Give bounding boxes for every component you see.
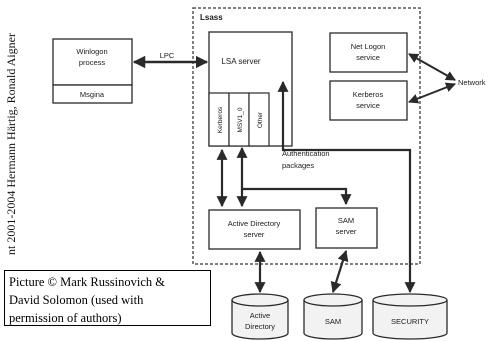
side-copyright-text: nt 2001-2004 Hermann Härtig, Ronald Aign…: [4, 33, 18, 255]
svg-text:Net Logon: Net Logon: [351, 42, 386, 51]
svg-text:Active: Active: [250, 311, 270, 320]
package-label-other: Other: [257, 111, 264, 128]
svg-text:service: service: [356, 101, 380, 110]
winlogon-process-box: Winlogon process: [52, 38, 133, 86]
msgina-box: Msgina: [52, 84, 133, 104]
authentication-packages: Kerberos MSV1_0 Other: [208, 92, 270, 147]
package-label-msv1-0: MSV1_0: [237, 107, 244, 132]
credit-line-1: Picture © Mark Russinovich &: [9, 275, 166, 289]
svg-text:Directory: Directory: [245, 322, 275, 331]
svg-text:SAM: SAM: [338, 216, 354, 225]
svg-text:server: server: [336, 227, 357, 236]
lsass-label: Lsass: [200, 13, 223, 22]
ad-server-box: Active Directory server: [208, 209, 301, 250]
svg-text:server: server: [244, 230, 265, 239]
other-package: [248, 92, 270, 147]
network-label: Network: [458, 78, 486, 87]
svg-text:SECURITY: SECURITY: [391, 317, 429, 326]
svg-text:Msgina: Msgina: [80, 90, 105, 99]
kerberos-service-box: Kerberos service: [329, 80, 408, 121]
package-label-kerberos: Kerberos: [217, 106, 224, 133]
svg-text:SAM: SAM: [325, 317, 341, 326]
lsa-security-connector: [277, 80, 416, 294]
auth-packages-label-line2: packages: [282, 161, 314, 170]
lpc-label: LPC: [160, 51, 175, 60]
active-directory-database: Active Directory: [231, 293, 289, 340]
netlogon-service-box: Net Logon service: [329, 32, 408, 73]
sam-database: SAM: [303, 293, 363, 340]
svg-text:Active Directory: Active Directory: [228, 219, 281, 228]
svg-text:LSA server: LSA server: [221, 57, 260, 66]
svg-text:service: service: [356, 53, 380, 62]
svg-text:Winlogon: Winlogon: [76, 47, 107, 56]
sam-server-box: SAM server: [315, 207, 378, 249]
security-database: SECURITY: [372, 293, 448, 340]
svg-text:Kerberos: Kerberos: [353, 90, 384, 99]
netlogon-network-arrow: [408, 53, 456, 81]
credit-line-3: permission of authors): [9, 311, 122, 325]
credit-line-2: David Solomon (used with: [9, 293, 144, 307]
svg-text:process: process: [79, 58, 106, 67]
kerberos-network-arrow: [408, 82, 456, 104]
sam-server-db-arrow: [330, 249, 349, 294]
picture-credit-box: Picture © Mark Russinovich & David Solom…: [4, 270, 211, 326]
